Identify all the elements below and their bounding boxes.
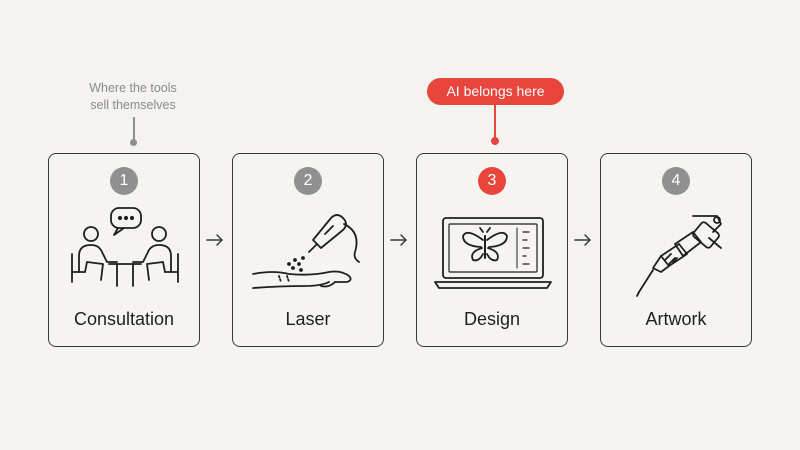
step-label: Design bbox=[463, 309, 521, 329]
step-card-design: 3 Design bbox=[416, 153, 568, 347]
tools-note-connector bbox=[133, 117, 135, 141]
laptop-butterfly-icon bbox=[434, 217, 552, 289]
tools-note-line1: Where the tools bbox=[89, 81, 177, 95]
step-card-artwork: 4 Artwork bbox=[600, 153, 752, 347]
step-card-consultation: 1 Consultation bbox=[48, 153, 200, 347]
arrow-right-icon bbox=[574, 234, 591, 246]
step-card-laser: 2 Laser bbox=[232, 153, 384, 347]
ai-belongs-here-pill: AI belongs here bbox=[427, 78, 564, 105]
tattoo-machine-icon bbox=[636, 215, 722, 297]
laser-icon bbox=[252, 214, 360, 289]
consultation-icon bbox=[71, 207, 179, 287]
step-label: Consultation bbox=[73, 309, 175, 329]
step-number-badge: 4 bbox=[662, 167, 690, 195]
step-label: Laser bbox=[285, 309, 331, 329]
ai-pill-connector-dot bbox=[491, 137, 499, 145]
arrow-right-icon bbox=[206, 234, 223, 246]
step-label: Artwork bbox=[645, 309, 707, 329]
tools-note-line2: sell themselves bbox=[90, 98, 176, 112]
step-number-badge: 1 bbox=[110, 167, 138, 195]
step-number-badge-highlighted: 3 bbox=[478, 167, 506, 195]
tools-note-connector-dot bbox=[130, 139, 137, 146]
tools-note: Where the tools sell themselves bbox=[70, 80, 196, 114]
arrow-right-icon bbox=[390, 234, 407, 246]
ai-pill-connector bbox=[494, 105, 496, 140]
step-number-badge: 2 bbox=[294, 167, 322, 195]
